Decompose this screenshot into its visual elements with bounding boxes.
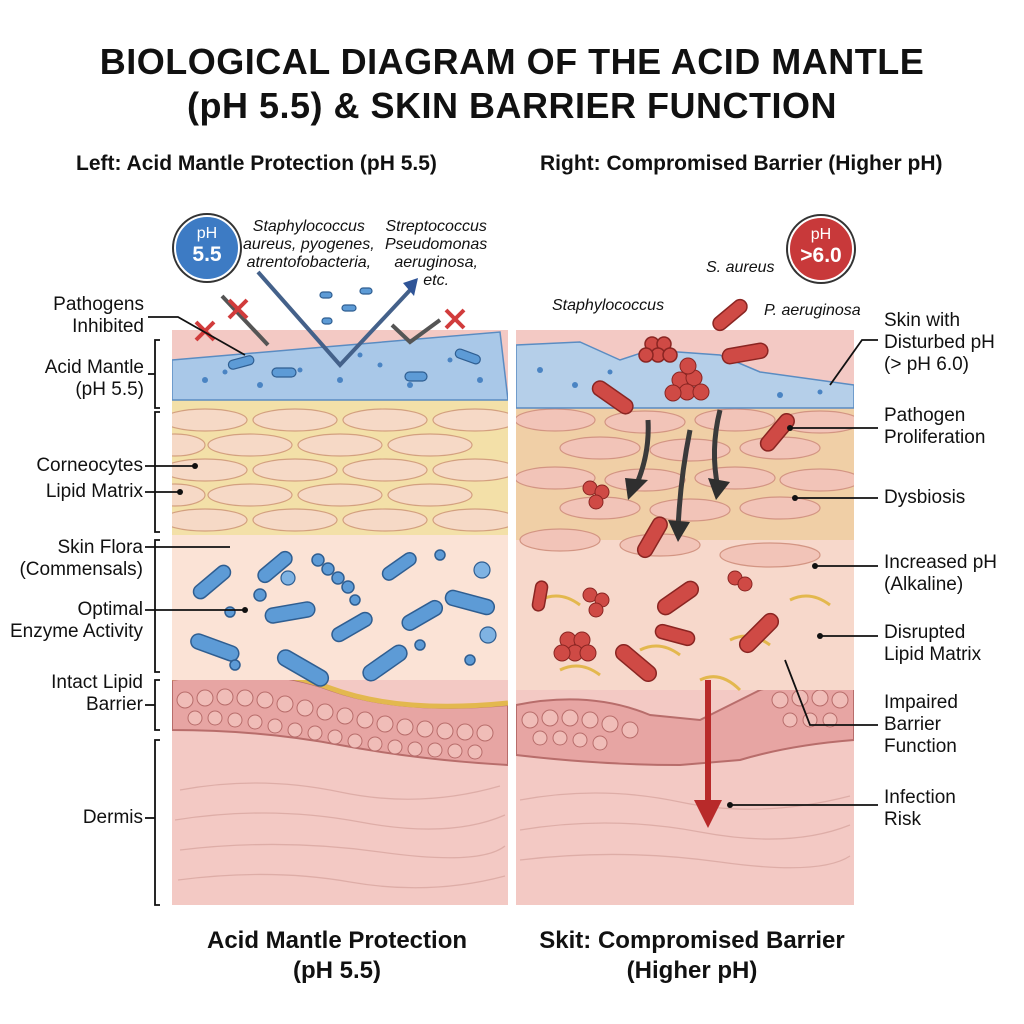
- label-pathogen-proliferation: Pathogen Proliferation: [884, 405, 986, 448]
- label-dysbiosis: Dysbiosis: [884, 487, 966, 508]
- left-label-leaders: [145, 316, 246, 906]
- pathogen-names-left: Staphylococcus aureus, pyogenes, atrento…: [243, 218, 375, 271]
- label-dermis: Dermis: [82, 807, 143, 828]
- diagram-title: BIOLOGICAL DIAGRAM OF THE ACID MANTLE (p…: [0, 40, 1024, 128]
- label-disrupted-lipid-matrix: Disrupted Lipid Matrix: [884, 622, 982, 665]
- right-panel-subtitle: Right: Compromised Barrier (Higher pH): [540, 152, 943, 175]
- label-disturbed-ph: Skin with Disturbed pH (> pH 6.0): [884, 310, 995, 375]
- label-lipid-matrix: Lipid Matrix: [45, 481, 143, 502]
- right-label-leaders: [730, 339, 878, 806]
- caption-left: Acid Mantle Protection (pH 5.5): [206, 927, 468, 984]
- label-increased-ph: Increased pH (Alkaline): [884, 552, 998, 595]
- label-acid-mantle: Acid Mantle (pH 5.5): [44, 357, 144, 400]
- pathogens-repelled-arrows: [194, 270, 466, 368]
- s-aureus-label: S. aureus: [706, 259, 775, 276]
- left-panel-subtitle: Left: Acid Mantle Protection (pH 5.5): [76, 152, 437, 175]
- title-line-1: BIOLOGICAL DIAGRAM OF THE ACID MANTLE: [99, 41, 925, 82]
- label-pathogens-inhibited: Pathogens Inhibited: [53, 294, 144, 337]
- title-line-2: (pH 5.5) & SKIN BARRIER FUNCTION: [186, 85, 837, 126]
- ph-badge-right: pH >6.0: [788, 216, 854, 282]
- left-skin-panel: [172, 330, 508, 905]
- ph-badge-left-value: 5.5: [192, 243, 222, 266]
- label-intact-lipid-barrier: Intact Lipid Barrier: [51, 672, 143, 715]
- staphylococcus-label: Staphylococcus: [552, 297, 665, 314]
- right-skin-panel: [516, 330, 854, 905]
- ph-badge-left: pH 5.5: [174, 215, 240, 281]
- caption-right: Skit: Compromised Barrier (Higher pH): [539, 927, 845, 984]
- label-corneocytes: Corneocytes: [36, 455, 143, 476]
- ph-badge-right-label: pH: [810, 226, 832, 243]
- p-aeruginosa-label: P. aeruginosa: [764, 302, 861, 319]
- label-optimal-enzyme-activity: Optimal Enzyme Activity: [9, 599, 143, 642]
- pathogen-names-right: Streptococcus Pseudomonas aeruginosa, et…: [385, 218, 488, 289]
- floating-pathogens: [638, 298, 769, 365]
- label-impaired-barrier-function: Impaired Barrier Function: [884, 692, 958, 757]
- ph-badge-left-label: pH: [196, 225, 218, 242]
- label-infection-risk: Infection Risk: [884, 787, 956, 830]
- ph-badge-right-value: >6.0: [800, 244, 842, 267]
- label-skin-flora: Skin Flora (Commensals): [19, 537, 143, 580]
